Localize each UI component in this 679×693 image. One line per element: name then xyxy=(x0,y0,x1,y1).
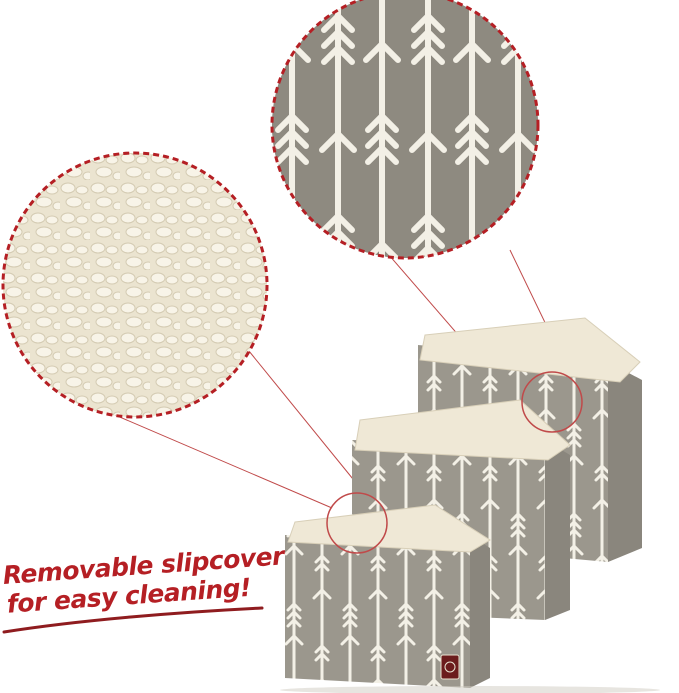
zoom-target-sherpa xyxy=(326,492,388,554)
fabric-zoom-circle xyxy=(270,0,540,260)
pet-stairs xyxy=(280,317,660,693)
sherpa-zoom-circle xyxy=(1,151,269,419)
zoom-target-fabric xyxy=(521,371,583,433)
brand-badge-icon xyxy=(440,654,460,680)
caption-underline xyxy=(2,606,264,634)
